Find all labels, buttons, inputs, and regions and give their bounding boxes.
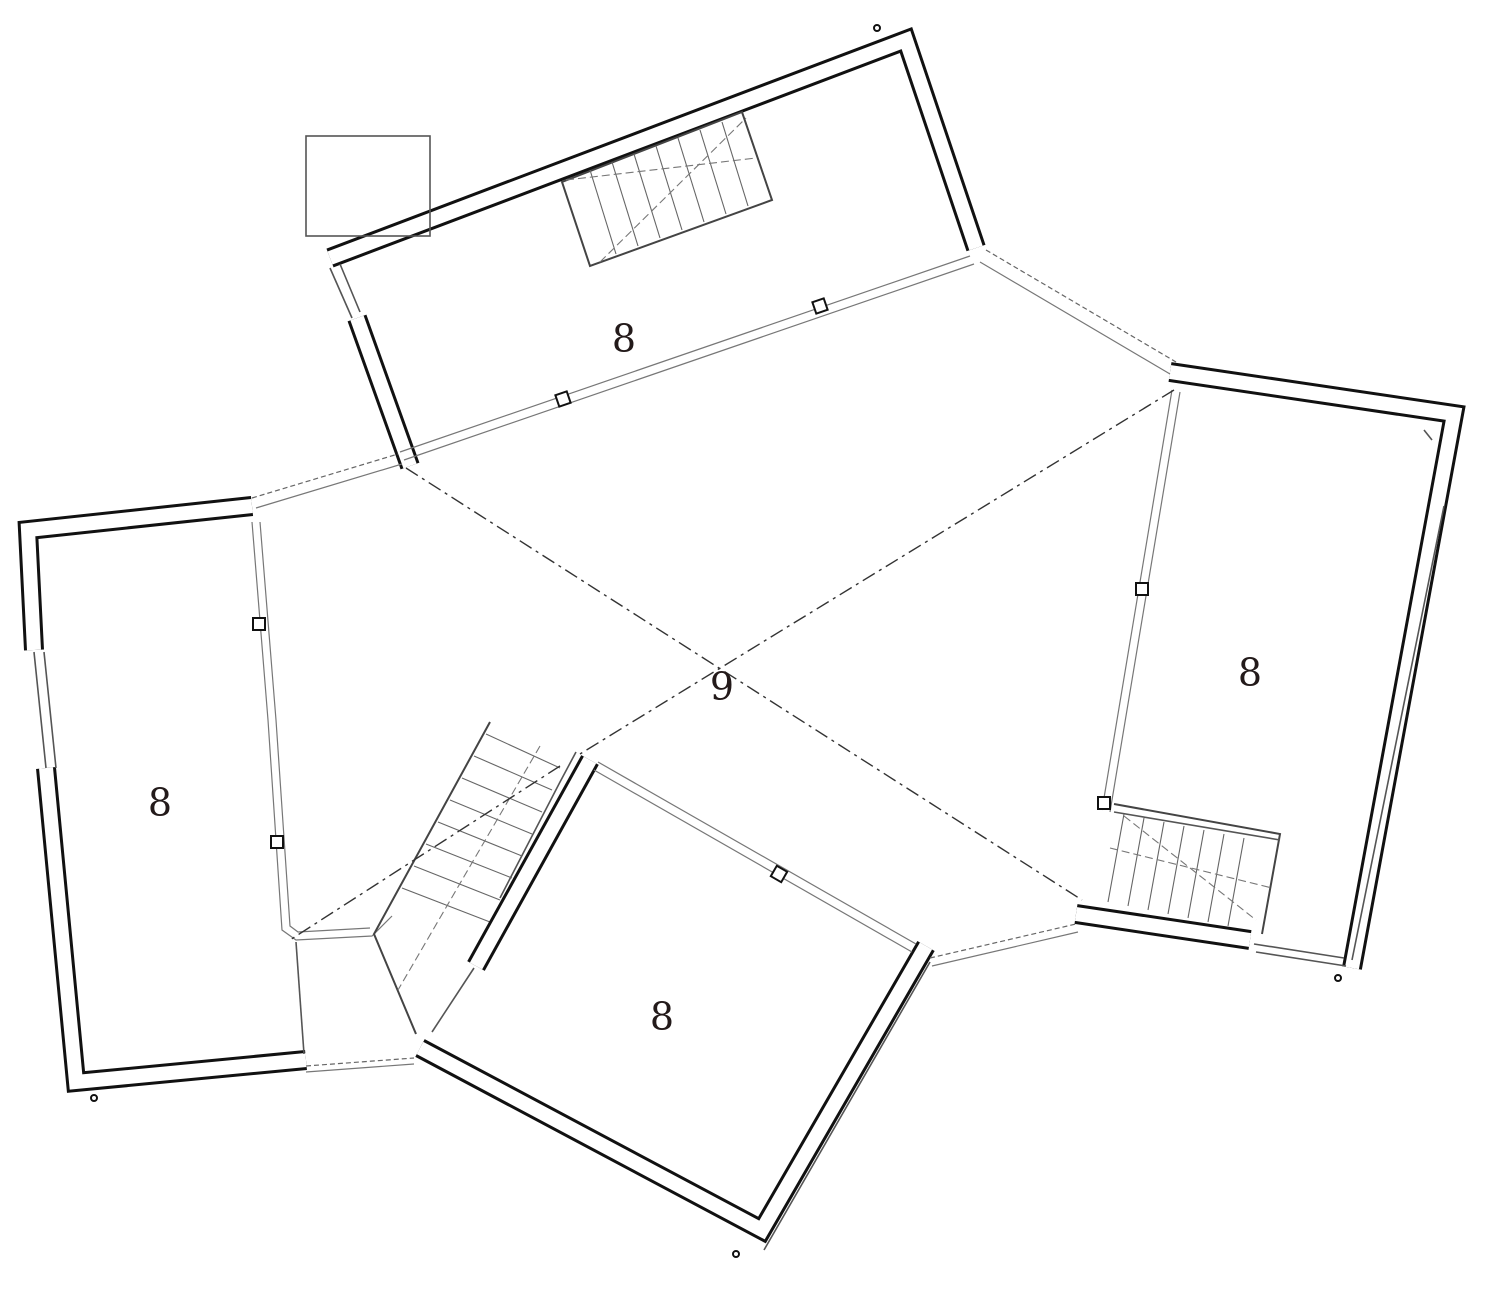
room-label-bottom: 8 <box>650 995 674 1039</box>
space-label-central: 9 <box>710 665 734 709</box>
room-bottom-walls <box>415 755 935 1244</box>
column-post <box>811 297 829 315</box>
room-bottom-inner-edge <box>431 761 931 1251</box>
corner-marker <box>873 24 881 32</box>
column-post <box>270 835 284 849</box>
room-top-inner-edge <box>399 255 975 461</box>
room-label-right: 8 <box>1238 651 1262 695</box>
column-post <box>769 864 789 884</box>
room-top-walls <box>305 26 986 470</box>
room-left-inner-edge <box>251 521 393 1055</box>
room-right-stair <box>1107 803 1282 935</box>
corner-marker <box>732 1250 740 1258</box>
room-top-stair <box>560 110 774 268</box>
column-post <box>252 617 266 631</box>
room-label-top: 8 <box>612 317 636 361</box>
room-right-walls <box>1074 362 1466 970</box>
glazed-connectors <box>251 249 1177 1073</box>
room-right-inner-edge <box>1097 389 1445 967</box>
column-post <box>1135 582 1149 596</box>
room-left-walls <box>17 496 307 1093</box>
corner-marker <box>1334 974 1342 982</box>
room-label-left: 8 <box>148 781 172 825</box>
column-post <box>554 390 572 408</box>
column-post <box>1097 796 1111 810</box>
void-diagonals <box>289 389 1175 941</box>
central-stair <box>372 721 577 1035</box>
corner-marker <box>90 1094 98 1102</box>
